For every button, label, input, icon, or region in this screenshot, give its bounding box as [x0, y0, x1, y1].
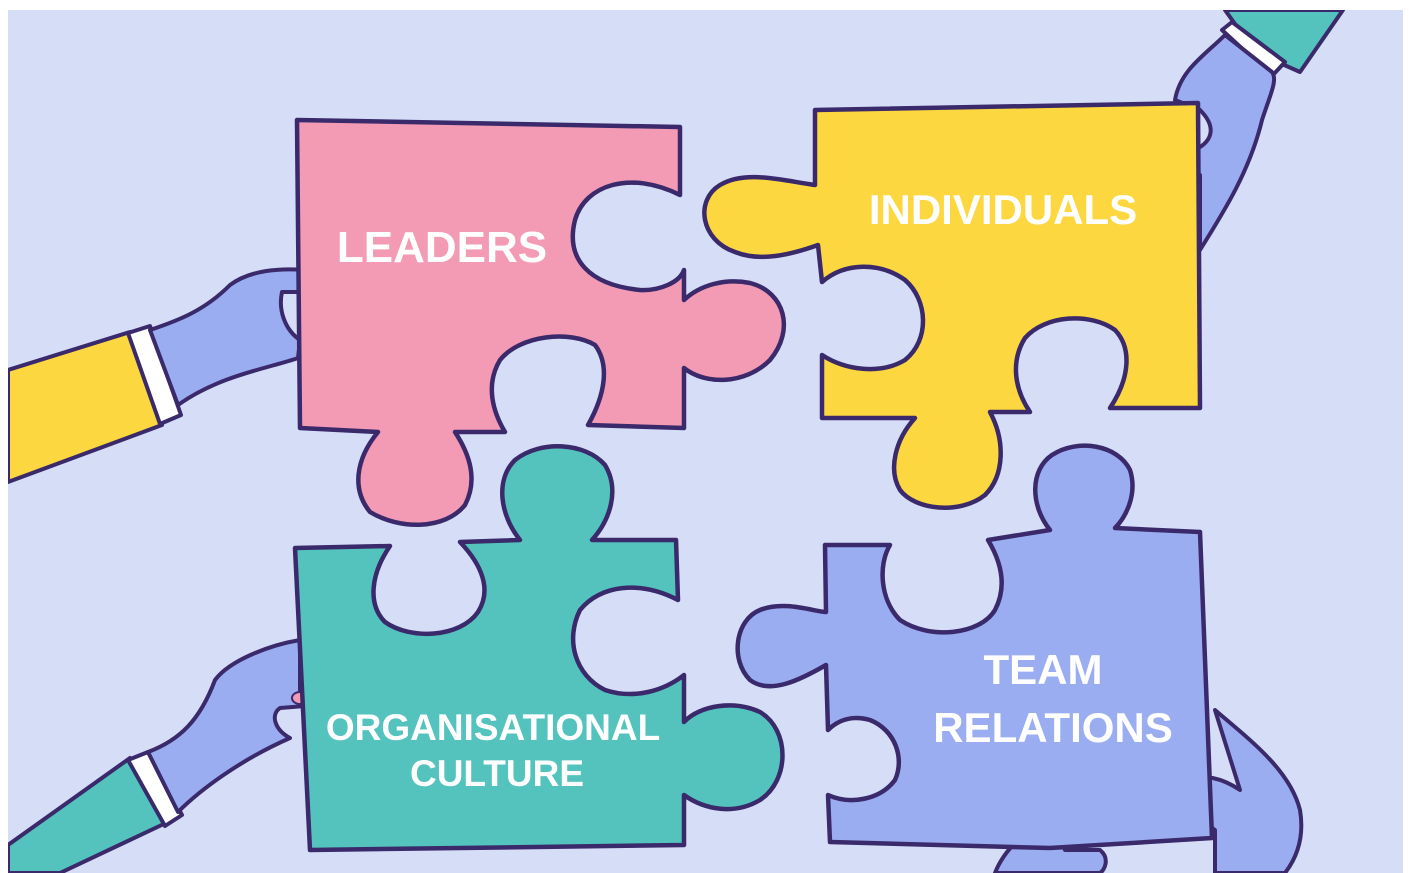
teal-sleeve	[8, 756, 170, 873]
team-label-line2: RELATIONS	[933, 704, 1173, 751]
right-top-arm	[1167, 10, 1345, 252]
puzzle-illustration: LEADERS INDIVIDUALS ORGANISATIONAL CULTU…	[8, 10, 1345, 873]
sleeve-cuff	[126, 750, 184, 828]
team-label-line1: TEAM	[984, 646, 1103, 693]
left-bottom-arm	[8, 638, 313, 873]
left-top-hand	[148, 267, 317, 407]
leaders-puzzle-piece	[294, 117, 787, 527]
organisational-culture-puzzle-piece	[292, 444, 785, 853]
culture-label-line1: ORGANISATIONAL	[326, 707, 660, 748]
culture-label-line2: CULTURE	[410, 753, 584, 794]
leaders-label: LEADERS	[337, 223, 547, 272]
individuals-label: INDIVIDUALS	[869, 186, 1137, 233]
left-top-arm	[8, 267, 317, 484]
team-relations-puzzle-piece	[735, 443, 1215, 851]
left-bottom-hand	[146, 638, 313, 814]
sleeve-cuff	[126, 324, 183, 426]
individuals-puzzle-piece	[702, 100, 1203, 510]
illustration-frame: LEADERS INDIVIDUALS ORGANISATIONAL CULTU…	[8, 10, 1403, 873]
